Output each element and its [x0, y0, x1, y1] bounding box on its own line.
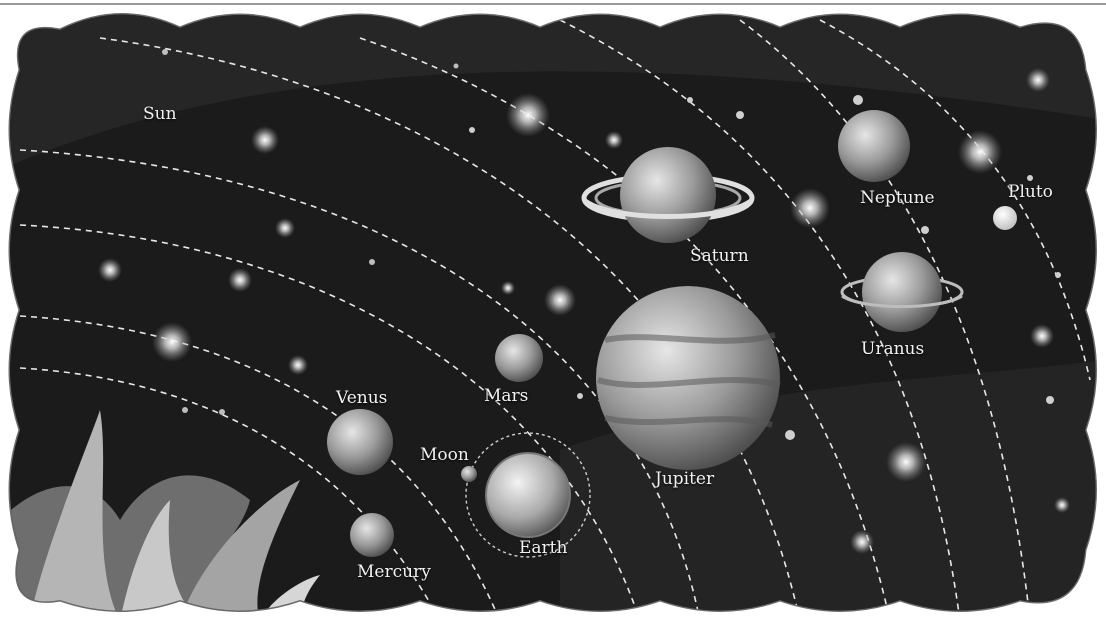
label-earth: Earth — [519, 538, 568, 558]
stars — [98, 49, 1070, 554]
label-moon: Moon — [420, 445, 469, 465]
label-jupiter: Jupiter — [655, 469, 715, 489]
orbit-saturn — [359, 37, 891, 611]
orbit-neptune — [739, 19, 1031, 611]
orbit-pluto — [819, 19, 1091, 381]
label-uranus: Uranus — [861, 339, 925, 359]
earth-planet — [485, 452, 571, 538]
label-sun: Sun — [143, 104, 177, 124]
moon-body — [461, 466, 477, 482]
label-pluto: Pluto — [1008, 182, 1053, 202]
saturn-planet — [581, 147, 755, 243]
mars-planet — [495, 334, 543, 382]
label-venus: Venus — [336, 388, 388, 408]
orbit-earth — [19, 224, 641, 611]
sun-flames — [10, 410, 320, 611]
uranus-planet — [840, 252, 964, 332]
space-wave — [10, 14, 1096, 170]
orbits — [19, 19, 1091, 611]
orbit-uranus — [559, 19, 961, 611]
label-neptune: Neptune — [860, 188, 935, 208]
orbit-mars — [19, 149, 701, 611]
label-mercury: Mercury — [357, 562, 431, 582]
label-saturn: Saturn — [690, 246, 749, 266]
label-mars: Mars — [484, 386, 529, 406]
mercury-planet — [350, 513, 394, 557]
pluto-planet — [993, 206, 1017, 230]
orbit-mercury — [19, 367, 441, 611]
moon-orbit — [465, 432, 591, 558]
orbit-jupiter — [99, 37, 801, 611]
jupiter-bands — [597, 332, 781, 428]
venus-planet — [327, 409, 393, 475]
neptune-planet — [838, 110, 910, 182]
orbit-venus — [19, 315, 501, 611]
